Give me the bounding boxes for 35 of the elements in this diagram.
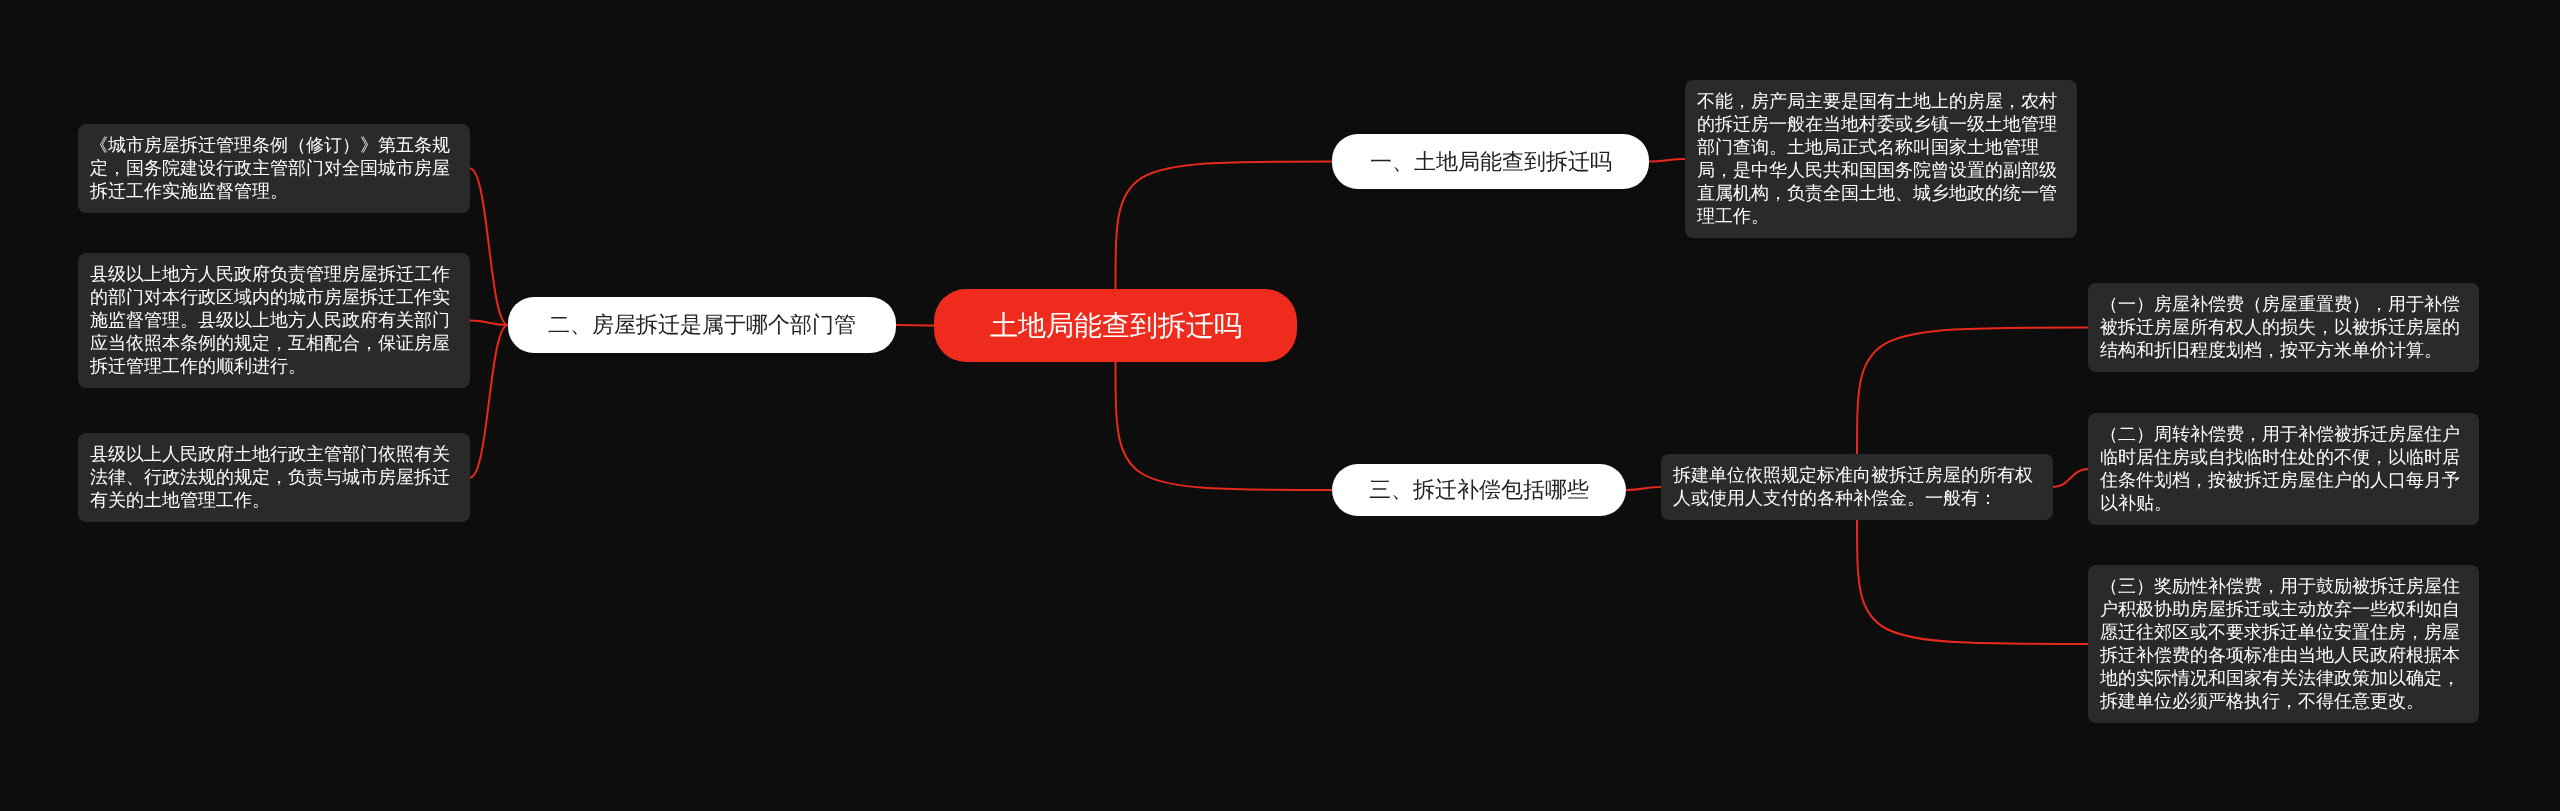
text-card: [1661, 454, 2053, 520]
node-text: 不能，房产局主要是国有土地上的房屋，农村的拆迁房一般在当地村委或乡镇一级土地管理部门查询。土地局正式名称叫国家土地管理局，是中华人民共和国国务院曾设置的副部级直属机构，负责全国土地、城乡地政的统一管理工作。: [1697, 90, 2058, 228]
text-card: [2088, 565, 2479, 723]
connector-line: [895, 324, 935, 327]
node-text: （二）周转补偿费，用于补偿被拆迁房屋住户临时居住房或自找临时住处的不便，以临时居住条件划档，按被拆迁房屋住户的人口每月予以补贴。: [2100, 423, 2461, 515]
node-text: （三）奖励性补偿费，用于鼓励被拆迁房屋住户积极协助房屋拆迁或主动放弃一些权利如自愿迁往郊区或不要求拆迁单位安置住房，房屋拆迁补偿费的各项标准由当地人民政府根据本地的实际情况和国家有关法律政策加以确定，拆建单位必须严格执行，不得任意更改。: [2100, 575, 2461, 713]
connector-line: [1648, 158, 1686, 163]
connector-line: [2052, 468, 2089, 488]
connector-line: [1625, 486, 1662, 491]
topic-pill: [1332, 464, 1626, 516]
connector-line: [1856, 326, 2089, 455]
node-text: 县级以上人民政府土地行政主管部门依照有关法律、行政法规的规定，负责与城市房屋拆迁有关的土地管理工作。: [90, 443, 451, 512]
connector-line: [469, 167, 509, 326]
central-topic: [934, 289, 1297, 362]
connector-line: [1114, 160, 1333, 290]
text-card: [1685, 80, 2077, 238]
topic-pill: [1332, 134, 1649, 189]
connector-line: [1856, 519, 2089, 645]
node-text: 二、房屋拆迁是属于哪个部门管: [548, 311, 856, 339]
connector-line: [469, 324, 509, 479]
node-text: （一）房屋补偿费（房屋重置费），用于补偿被拆迁房屋所有权人的损失，以被拆迁房屋的结构和折旧程度划档，按平方米单价计算。: [2100, 293, 2461, 362]
node-text: 土地局能查到拆迁吗: [989, 307, 1242, 344]
text-card: [2088, 413, 2479, 525]
node-text: 县级以上地方人民政府负责管理房屋拆迁工作的部门对本行政区域内的城市房屋拆迁工作实施监督管理。县级以上地方人民政府有关部门应当依照本条例的规定，互相配合，保证房屋拆迁管理工作的顺利进行。: [90, 263, 451, 378]
connector-line: [469, 319, 509, 326]
node-text: 三、拆迁补偿包括哪些: [1369, 476, 1589, 504]
topic-pill: [508, 297, 896, 353]
node-text: 拆建单位依照规定标准向被拆迁房屋的所有权人或使用人支付的各种补偿金。一般有：: [1673, 464, 2034, 510]
node-text: 一、土地局能查到拆迁吗: [1369, 147, 1612, 176]
text-card: [2088, 283, 2479, 372]
text-card: [78, 253, 470, 388]
text-card: [78, 433, 470, 522]
connector-line: [1114, 361, 1333, 491]
text-card: [78, 124, 470, 213]
node-text: 《城市房屋拆迁管理条例（修订）》第五条规定，国务院建设行政主管部门对全国城市房屋拆迁工作实施监督管理。: [90, 134, 451, 203]
